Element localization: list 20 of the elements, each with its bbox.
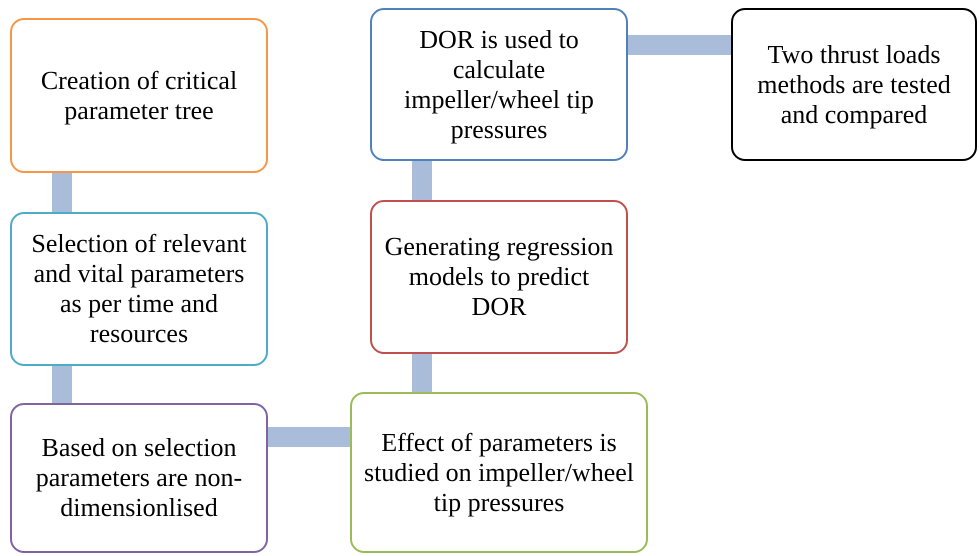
box-text: Two thrust loads methods are tested and compared: [756, 40, 952, 130]
connector-bar: [412, 354, 432, 392]
process-box: [370, 8, 628, 161]
process-box: [731, 8, 977, 161]
process-box: [10, 18, 268, 173]
process-box: [10, 212, 268, 366]
connector-bar: [628, 35, 731, 55]
process-box: [10, 403, 268, 553]
box-text: Creation of critical parameter tree: [40, 66, 238, 126]
box-text: Generating regression models to predict DOR: [384, 232, 614, 322]
process-box: [350, 392, 648, 553]
connector-bar: [52, 173, 72, 212]
connector-bar: [412, 161, 432, 200]
process-box: [370, 200, 628, 354]
box-text: Selection of relevant and vital parameters as per time and resources: [30, 229, 248, 349]
connector-bar: [268, 427, 350, 447]
connector-bar: [52, 366, 72, 403]
box-text: Based on selection parameters are non-dimensionlised: [34, 433, 244, 523]
box-text: Effect of parameters is studied on impeller/wheel tip pressures: [362, 428, 636, 518]
box-text: DOR is used to calculate impeller/wheel tip pressures: [403, 24, 595, 144]
